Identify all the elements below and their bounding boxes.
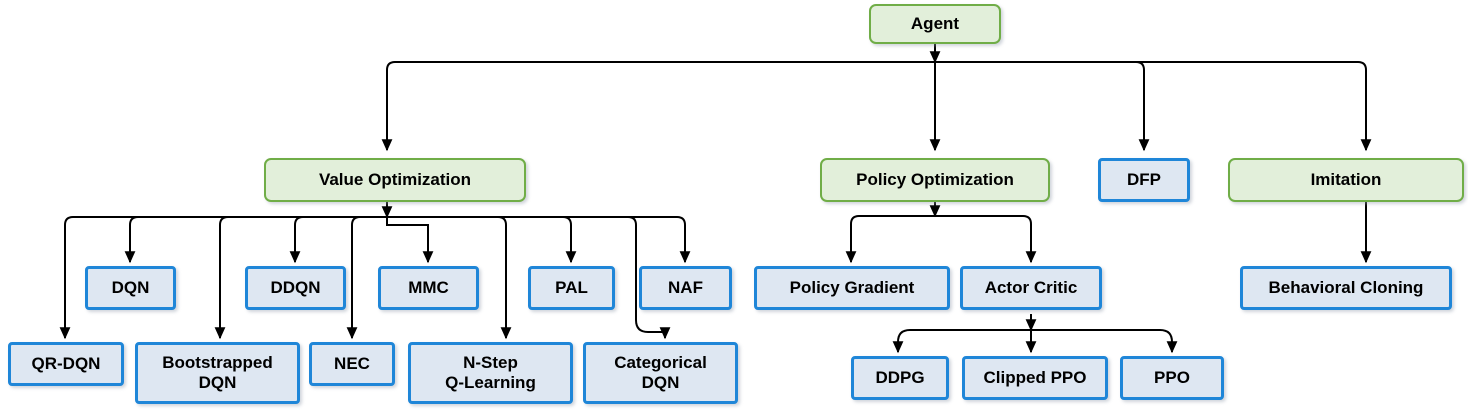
edge-vo-mmc: [386, 217, 434, 264]
node-imitation[interactable]: Imitation: [1228, 158, 1464, 202]
node-mmc-label: MMC: [408, 277, 449, 297]
node-behavioral-cloning-label: Behavioral Cloning: [1268, 277, 1424, 297]
node-qr-dqn-label: QR-DQN: [31, 353, 101, 373]
node-categorical-dqn-label: Categorical DQN: [614, 352, 707, 392]
node-pal[interactable]: PAL: [528, 266, 615, 310]
node-value-optimization[interactable]: Value Optimization: [264, 158, 526, 202]
node-ppo[interactable]: PPO: [1120, 356, 1224, 400]
node-naf-label: NAF: [668, 277, 703, 297]
node-qr-dqn[interactable]: QR-DQN: [8, 342, 124, 386]
node-n-step-q-learning[interactable]: N-Step Q-Learning: [408, 342, 573, 404]
node-value-optimization-label: Value Optimization: [318, 169, 472, 189]
node-nec[interactable]: NEC: [309, 342, 395, 386]
edge-vo-ddqn: [289, 216, 387, 264]
edge-vo-naf: [387, 216, 691, 264]
node-policy-gradient[interactable]: Policy Gradient: [754, 266, 950, 310]
node-bootstrapped-dqn[interactable]: Bootstrapped DQN: [135, 342, 300, 404]
node-ddpg-label: DDPG: [875, 367, 925, 387]
edge-po-actor-critic: [935, 215, 1037, 264]
node-categorical-dqn[interactable]: Categorical DQN: [583, 342, 738, 404]
edge-po-policy-gradient: [845, 215, 935, 264]
node-ppo-label: PPO: [1154, 367, 1190, 387]
node-agent-label: Agent: [910, 13, 960, 33]
node-ddqn[interactable]: DDQN: [245, 266, 346, 310]
node-clipped-ppo[interactable]: Clipped PPO: [962, 356, 1108, 400]
edge-agent-dfp: [935, 61, 1150, 152]
node-ddqn-label: DDQN: [270, 277, 321, 297]
connector-group-policy-optimization: [845, 202, 1037, 264]
node-dfp-label: DFP: [1127, 169, 1161, 189]
node-pal-label: PAL: [555, 277, 588, 297]
node-policy-optimization[interactable]: Policy Optimization: [820, 158, 1050, 202]
node-policy-optimization-label: Policy Optimization: [856, 169, 1014, 189]
node-bootstrapped-dqn-label: Bootstrapped DQN: [162, 352, 273, 392]
node-nec-label: NEC: [334, 353, 370, 373]
node-mmc[interactable]: MMC: [378, 266, 479, 310]
node-behavioral-cloning[interactable]: Behavioral Cloning: [1240, 266, 1452, 310]
node-ddpg[interactable]: DDPG: [851, 356, 949, 400]
node-dfp[interactable]: DFP: [1098, 158, 1190, 202]
node-actor-critic-label: Actor Critic: [984, 277, 1078, 297]
node-agent[interactable]: Agent: [869, 4, 1001, 44]
edge-agent-imitation: [935, 61, 1372, 152]
edge-ac-ppo: [1031, 329, 1178, 354]
node-dqn[interactable]: DQN: [85, 266, 176, 310]
node-dqn-label: DQN: [111, 277, 150, 297]
node-clipped-ppo-label: Clipped PPO: [983, 367, 1087, 387]
connector-group-agent: [381, 44, 1372, 152]
edge-vo-pal: [387, 216, 577, 264]
node-naf[interactable]: NAF: [639, 266, 732, 310]
node-n-step-q-learning-label: N-Step Q-Learning: [445, 352, 536, 392]
node-actor-critic[interactable]: Actor Critic: [960, 266, 1102, 310]
node-imitation-label: Imitation: [1310, 169, 1382, 189]
node-policy-gradient-label: Policy Gradient: [789, 277, 915, 297]
edge-vo-dqn: [124, 216, 387, 264]
edge-ac-ddpg: [892, 329, 1031, 354]
connector-group-actor-critic: [892, 314, 1178, 354]
edge-agent-value-optimization: [381, 61, 935, 152]
